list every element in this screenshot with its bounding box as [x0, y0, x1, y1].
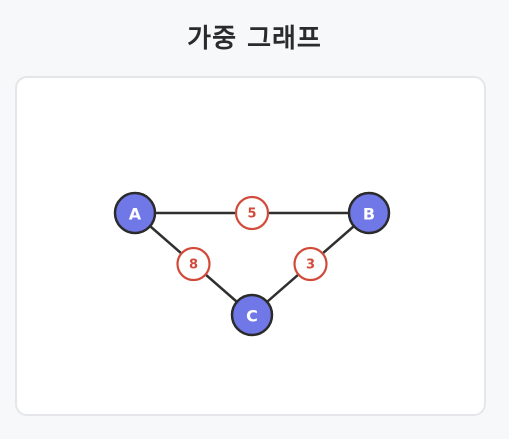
node-label: C	[246, 307, 258, 326]
node-b: B	[347, 191, 391, 235]
edge-weight-label: 8	[189, 258, 198, 273]
edge-weight-label: 3	[306, 258, 315, 273]
node-a: A	[113, 191, 157, 235]
node-label: B	[363, 205, 375, 224]
edge-weight-a-c: 8	[176, 246, 211, 282]
node-label: A	[129, 205, 142, 224]
edge-weight-label: 5	[247, 207, 256, 222]
graph-card	[15, 76, 486, 416]
page-title: 가중 그래프	[187, 24, 322, 54]
node-c: C	[230, 293, 274, 337]
edge-weight-b-c: 3	[293, 246, 328, 282]
edge-weight-a-b: 5	[234, 195, 270, 231]
